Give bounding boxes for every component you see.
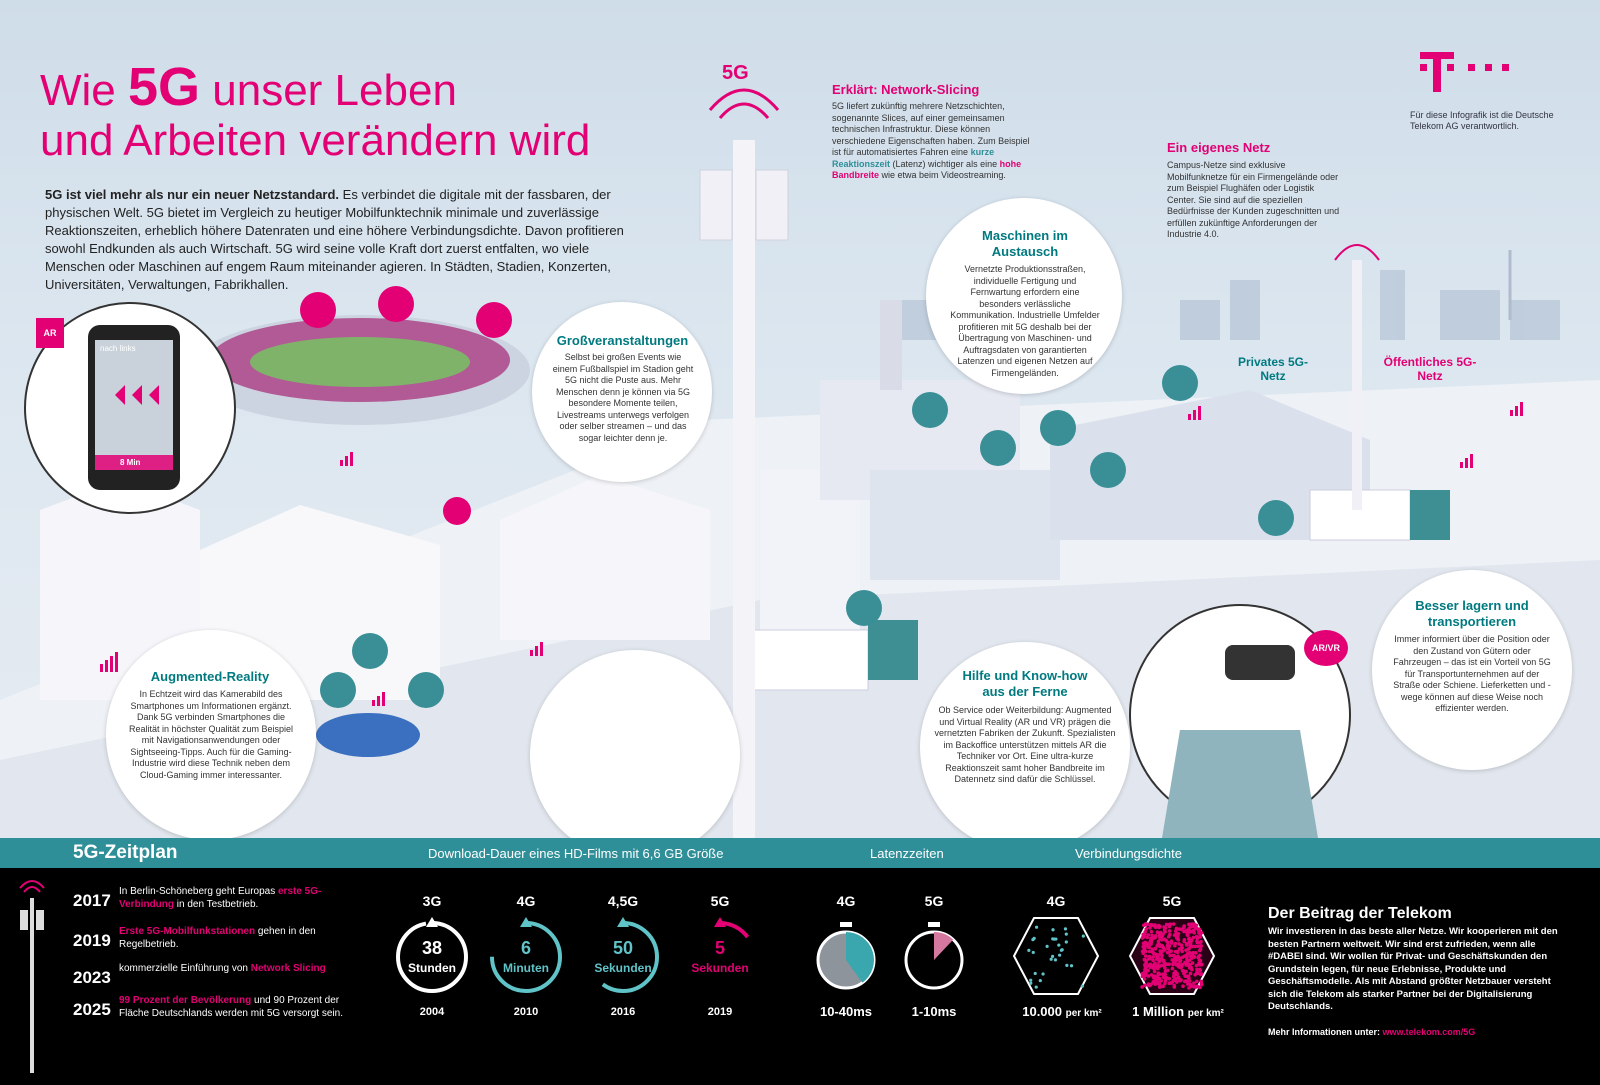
density-generation: 5G [1162,893,1182,909]
latency-generation: 5G [924,893,944,909]
telekom-link[interactable]: www.telekom.com/5G [1382,1027,1476,1037]
boxes-icon [1162,365,1198,401]
download-generation: 3G [422,893,442,909]
network-slicing-text: 5G liefert zukünftig mehrere Netzschicht… [832,101,1030,180]
density-value: 1 Million per km² [1132,1004,1224,1019]
download-unit: Minuten [503,961,549,975]
machines-text: Vernetzte Produktionsstraßen, individuel… [950,264,1100,378]
video-icon [300,292,336,328]
share-icon [378,286,414,322]
download-unit: Sekunden [594,961,652,975]
telekom-title: Der Beitrag der Telekom [1268,905,1452,922]
latency-title: Latenzzeiten [870,846,944,861]
machines-bubble [926,198,1122,394]
logistics-bubble [1372,570,1572,770]
public-network-label: Öffentliches 5G-Netz [1383,355,1477,383]
download-number: 38 [421,938,443,958]
timeline-text: In Berlin-Schöneberg geht Europas erste … [119,886,322,910]
latency-generation: 4G [836,893,856,909]
telekom-text: Wir investieren in das beste aller Netze… [1268,926,1558,1012]
page-title: Wie 5G unser Leben und Arbeiten veränder… [40,57,591,165]
timeline-tower-icon [19,880,45,1073]
timeline-year: 2017 [73,891,111,910]
machines-title: Maschinen im Austausch [982,228,1068,259]
telekom-logo [1420,52,1509,92]
download-ring [396,917,468,993]
density-value: 10.000 per km² [1022,1004,1102,1019]
download-ring [587,917,659,993]
logistics-text: Immer informiert über die Position oder … [1393,634,1551,713]
timeline-year: 2023 [73,968,111,987]
logistics-title: Besser lagern und transportieren [1415,598,1529,629]
download-year: 2019 [707,1006,733,1018]
private-network-label: Privates 5G-Netz [1237,355,1309,383]
phone-min-text: 8 Min [120,458,141,467]
timeline-year: 2019 [73,931,111,950]
download-year: 2016 [610,1006,636,1018]
more-info: Mehr Informationen unter: www.telekom.co… [1268,1027,1476,1037]
mobility-bubble [530,650,740,860]
stats-panel [0,868,1600,1085]
events-bubble [532,302,712,482]
ar-text: In Echtzeit wird das Kamerabild des Smar… [128,689,294,780]
tower-5g-label: 5G [722,62,749,84]
timeline-text: kommerzielle Einführung von Network Slic… [119,963,326,974]
network-slicing-title: Erklärt: Network-Slicing [832,82,980,97]
location-icon [320,672,356,708]
timeline-year: 2025 [73,1000,111,1019]
download-year: 2010 [513,1006,539,1018]
download-ring [490,917,562,993]
package-icon [1258,500,1294,536]
intro-text: 5G ist viel mehr als nur ein neuer Netzs… [45,187,624,292]
latency-value: 1-10ms [911,1004,957,1019]
arvr-badge: AR/VR [1304,630,1348,666]
city-illustration [0,88,1600,855]
remote-title: Hilfe und Know-how aus der Ferne [962,668,1088,699]
parking-icon [443,497,471,525]
ar-badge: AR [36,318,64,348]
remote-text: Ob Service oder Weiterbildung: Augmented… [934,705,1116,784]
download-ring [684,917,756,993]
download-unit: Sekunden [691,961,749,975]
stats-header-bar [0,838,1600,868]
timeline-text: 99 Prozent der Bevölkerung und 90 Prozen… [119,995,343,1019]
steering-wheel-icon [408,672,444,708]
timeline-title: 5G-Zeitplan [73,842,178,863]
camera-icon [476,302,512,338]
stopwatch-icon [816,922,876,990]
ar-title: Augmented-Reality [150,669,270,684]
download-title: Download-Dauer eines HD-Films mit 6,6 GB… [428,846,724,861]
download-generation: 5G [710,893,730,909]
own-network-text: Campus-Netze sind exklusive Mobilfunknet… [1167,160,1340,239]
own-network-title: Ein eigenes Netz [1167,140,1271,155]
download-year: 2004 [419,1006,445,1018]
download-generation: 4G [516,893,536,909]
stopwatch-icon [904,922,964,990]
density-hexagon [1128,917,1216,995]
density-title: Verbindungsdichte [1075,846,1182,861]
wrench-icon [1090,452,1126,488]
parking-wifi-icon [352,633,388,669]
events-title: Großveranstaltungen [556,333,689,348]
download-number: 6 [520,938,531,958]
responsibility-note: Für diese Infografik ist die Deutsche Te… [1410,110,1554,131]
ar-bubble [106,630,316,840]
timeline-text: Erste 5G-Mobilfunkstationen gehen in den… [119,926,316,950]
gears-icon [1040,410,1076,446]
download-unit: Stunden [408,961,456,975]
download-generation: 4,5G [607,893,639,909]
events-text: Selbst bei großen Events wie einem Fußba… [552,352,694,443]
density-hexagon [1012,917,1100,995]
density-generation: 4G [1046,893,1066,909]
download-number: 5 [714,938,725,958]
location-pin-icon [846,590,882,626]
remote-bubble [920,642,1130,852]
latency-value: 10-40ms [819,1004,873,1019]
robot-arm-icon [980,430,1016,466]
download-number: 50 [612,938,634,958]
phone-nav-text: nach links [100,344,136,353]
gauge-icon [912,392,948,428]
